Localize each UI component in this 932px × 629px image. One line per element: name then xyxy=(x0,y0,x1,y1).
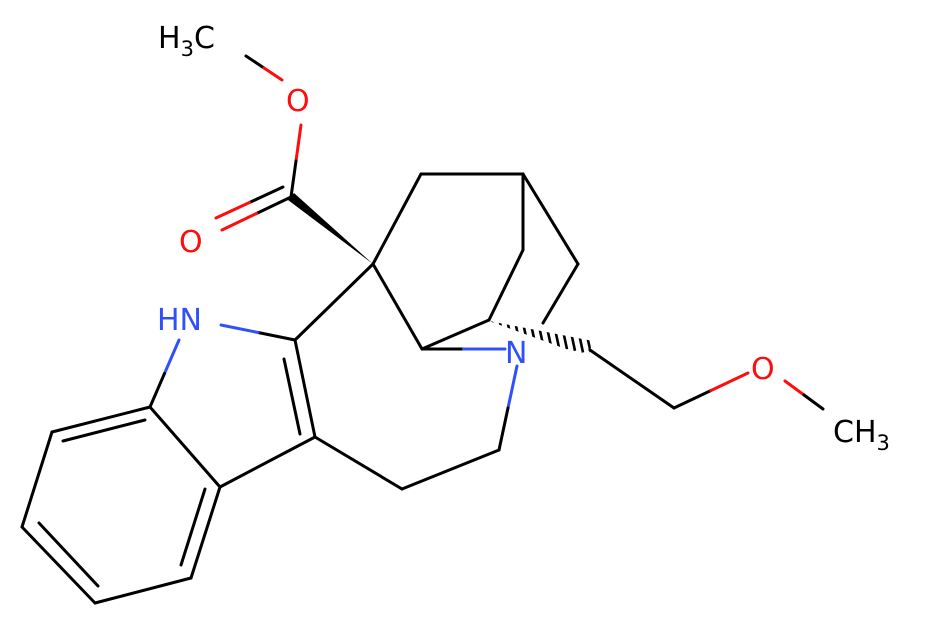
bond-c2-c3-inner xyxy=(282,357,302,436)
bond-c5-c4 xyxy=(93,576,193,605)
bond-cq-ch xyxy=(371,262,424,351)
bond-o-ch3-a xyxy=(783,379,806,397)
atom-ch3-subscript: 3 xyxy=(877,431,890,455)
bond-side-ch2a xyxy=(588,348,676,410)
bond-c7-c6 xyxy=(20,430,54,529)
bond-carbonyl-inner-a xyxy=(248,185,285,204)
bond-c3-c3a xyxy=(218,435,317,489)
bond-o-ch3-b xyxy=(802,393,825,411)
atom-ch3-ch: CH xyxy=(833,415,877,450)
bond-nh-c7a-a xyxy=(163,338,181,375)
bond-c3a-c7a xyxy=(148,405,222,489)
bond-c2-nh-a xyxy=(256,331,297,342)
bond-c7a-c7 xyxy=(50,405,152,434)
atom-label-n-bridge: N xyxy=(505,336,527,371)
hash-line xyxy=(551,321,561,348)
bond-layer xyxy=(20,54,825,605)
hash-line xyxy=(575,324,585,353)
bond-c2-nh-b xyxy=(219,323,260,334)
atom-label-layer: H3C O O HN N O CH3 xyxy=(157,21,890,455)
hash-line xyxy=(535,321,545,345)
atom-label-ch3: CH3 xyxy=(833,415,890,455)
atom-h3c-c: C xyxy=(194,21,215,56)
bond-n-ch2-a xyxy=(506,364,519,410)
bond-nh-c7a-b xyxy=(148,372,166,409)
atom-h3c-h: H xyxy=(158,21,181,56)
atom-label-o-carbonyl: O xyxy=(179,225,203,260)
bond-ch2-ch2 xyxy=(400,448,501,491)
bond-side-ch2-o-a xyxy=(672,389,713,410)
atom-label-nh: HN xyxy=(157,303,202,338)
bond-ch2-c3 xyxy=(313,435,404,491)
hash-line xyxy=(503,321,513,339)
wedge-bond-ester xyxy=(288,193,373,264)
atom-label-o-ether: O xyxy=(751,352,775,387)
atom-label-o-ester: O xyxy=(286,84,310,119)
bond-ch3-o-a xyxy=(244,54,266,70)
bond-ch3-o-b xyxy=(262,66,284,82)
atom-h3c-subscript: 3 xyxy=(181,37,194,61)
bond-carbonyl-outer-a xyxy=(255,195,293,215)
bond-c4-c3a xyxy=(189,485,222,580)
bond-o-c-ester-b xyxy=(289,159,298,199)
bond-carbonyl-inner-b xyxy=(214,201,251,220)
hash-line xyxy=(495,321,505,337)
bond-bridgehead-ch xyxy=(541,262,580,325)
bond-c7a-c7-inner xyxy=(61,418,147,443)
atom-label-h3c: H3C xyxy=(158,21,215,61)
bond-carbonyl-outer-b xyxy=(220,212,258,232)
bond-c6-c5-inner xyxy=(37,521,100,588)
bond-c6-c5 xyxy=(20,525,97,605)
bond-bridge-to-chiral xyxy=(487,248,525,322)
bond-cq-ch2a xyxy=(371,172,423,266)
bond-n-ch2-b xyxy=(497,406,510,452)
bond-c2-c3 xyxy=(293,338,317,439)
bond-o-c-ester-a xyxy=(294,123,303,163)
bond-cq-c2 xyxy=(293,262,375,342)
bond-side-ch2-o-b xyxy=(709,371,750,392)
bond-ch-chiral xyxy=(420,318,491,351)
bond-ch2b-bridgehead xyxy=(521,172,580,266)
hash-line xyxy=(567,322,577,352)
hash-line xyxy=(527,321,537,344)
hash-line xyxy=(543,321,553,347)
bond-c4-c3a-inner xyxy=(179,487,207,567)
hash-line xyxy=(559,321,569,350)
